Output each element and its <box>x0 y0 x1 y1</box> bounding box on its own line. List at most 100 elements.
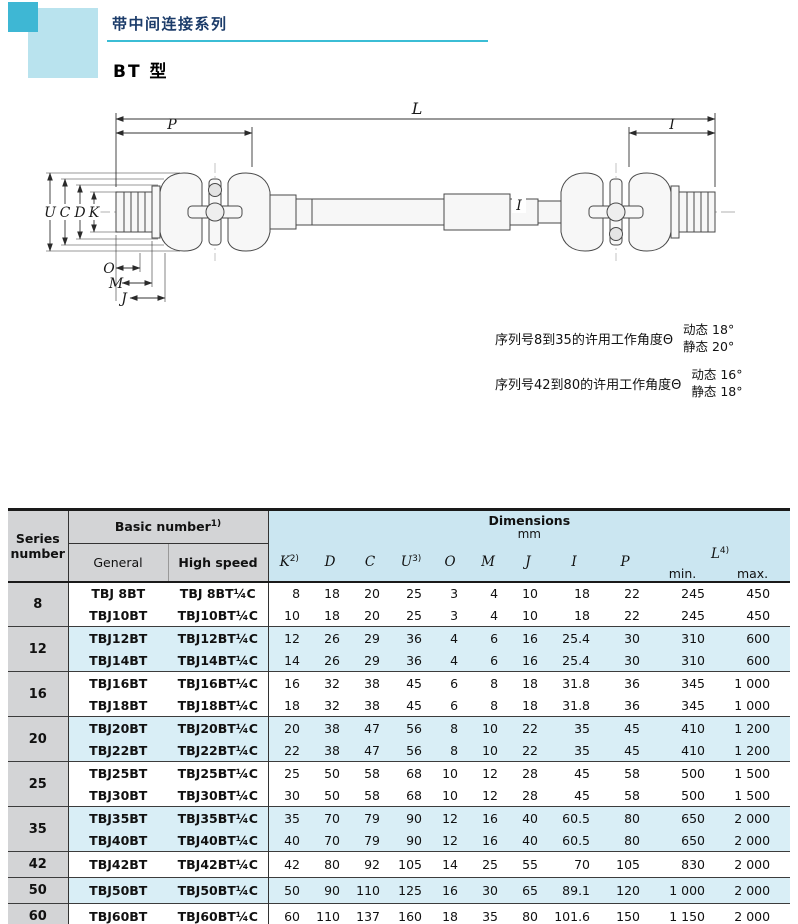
col-header-L: L4) <box>650 543 791 566</box>
dim-value: 650 <box>650 806 716 829</box>
dim-value: 125 <box>390 877 433 904</box>
dim-value: 120 <box>600 877 651 904</box>
right-yoke-inner <box>560 172 604 252</box>
angle-notes: 序列号8到35的许用工作角度Θ 动态 18° 静态 20° 序列号42到80的许… <box>495 322 787 412</box>
dim-value: 38 <box>350 671 391 694</box>
series-number-cell: 42 <box>8 851 69 878</box>
angle-note-text: 序列号8到35的许用工作角度Θ <box>495 333 674 349</box>
dim-value: 150 <box>600 903 651 924</box>
series-number-cell: 60 <box>8 903 69 924</box>
dim-value: 3 <box>432 604 469 627</box>
dim-value: 500 <box>650 784 716 807</box>
series-number-cell: 8 <box>8 581 69 627</box>
basic-number-general: TBJ18BT <box>68 694 168 717</box>
right-cross-center <box>606 202 626 222</box>
col-header-J: J <box>508 543 549 583</box>
title-underline <box>107 40 488 42</box>
dim-value: 1 000 <box>650 877 716 904</box>
dim-value: 90 <box>390 829 433 852</box>
basic-number-high-speed: TBJ22BT¼C <box>168 739 269 762</box>
dynamic-value: 16° <box>720 366 743 382</box>
dim-value: 650 <box>650 829 716 852</box>
dim-value: 40 <box>508 829 549 852</box>
dim-value: 16 <box>468 806 509 829</box>
series-title: 带中间连接系列 <box>112 15 228 33</box>
dim-value: 80 <box>310 851 351 878</box>
left-collar <box>151 185 161 239</box>
col-header-series-number: Series number <box>8 509 69 583</box>
dim-value: 30 <box>468 877 509 904</box>
dim-value: 90 <box>390 806 433 829</box>
angle-note-1: 序列号8到35的许用工作角度Θ 动态 18° 静态 20° <box>495 322 787 356</box>
dim-value: 4 <box>468 581 509 604</box>
left-spline-stub <box>115 191 153 233</box>
dim-value: 6 <box>468 626 509 649</box>
dim-value: 25.4 <box>548 649 601 672</box>
basic-number-high-speed: TBJ16BT¼C <box>168 671 269 694</box>
dim-value: 36 <box>390 626 433 649</box>
series-number-cell: 12 <box>8 626 69 672</box>
dim-value: 4 <box>468 604 509 627</box>
shaft-body <box>115 172 716 252</box>
dim-value: 26 <box>310 626 351 649</box>
angle-note-values: 动态 16° 静态 18° <box>691 367 742 401</box>
left-cross-center <box>205 202 225 222</box>
basic-number-high-speed: TBJ50BT¼C <box>168 877 269 904</box>
dim-value: 10 <box>268 604 311 627</box>
dim-value: 22 <box>508 716 549 739</box>
dim-value: 58 <box>600 784 651 807</box>
dynamic-label: 动态 <box>683 322 709 337</box>
angle-note-2: 序列号42到80的许用工作角度Θ 动态 16° 静态 18° <box>495 367 787 401</box>
basic-number-high-speed: TBJ14BT¼C <box>168 649 269 672</box>
dim-label-J: J <box>118 291 128 307</box>
series-number-cell: 50 <box>8 877 69 904</box>
dim-value: 47 <box>350 739 391 762</box>
dim-value: 18 <box>508 694 549 717</box>
spline-sleeve <box>443 193 511 231</box>
basic-number-general: TBJ60BT <box>68 903 168 924</box>
dim-value: 70 <box>310 806 351 829</box>
dim-label-D: D <box>73 205 85 221</box>
basic-number-general: TBJ12BT <box>68 626 168 649</box>
dim-value: 58 <box>600 761 651 784</box>
dim-value: 25 <box>390 581 433 604</box>
dim-value: 28 <box>508 784 549 807</box>
series-number-cell: 25 <box>8 761 69 807</box>
dim-value: 56 <box>390 716 433 739</box>
dim-value: 137 <box>350 903 391 924</box>
dim-label-I-top: I <box>668 117 675 133</box>
dim-value: 1 000 <box>715 671 791 694</box>
dim-value: 45 <box>600 716 651 739</box>
dim-label-L: L <box>411 99 423 118</box>
col-header-O: O <box>432 543 469 583</box>
dim-value: 35 <box>548 739 601 762</box>
basic-number-high-speed: TBJ42BT¼C <box>168 851 269 878</box>
dim-value: 79 <box>350 829 391 852</box>
col-header-high-speed: High speed <box>168 543 269 583</box>
dim-value: 12 <box>468 784 509 807</box>
dim-value: 830 <box>650 851 716 878</box>
dim-value: 345 <box>650 671 716 694</box>
left-shaft-neck <box>269 194 297 230</box>
dim-value: 35 <box>548 716 601 739</box>
static-label: 静态 <box>691 383 717 399</box>
dim-value: 29 <box>350 649 391 672</box>
dim-value: 65 <box>508 877 549 904</box>
right-spline-stub <box>678 191 716 233</box>
col-header-l-min: min. <box>650 565 716 583</box>
dim-value: 410 <box>650 739 716 762</box>
dim-value: 22 <box>268 739 311 762</box>
dim-value: 101.6 <box>548 903 601 924</box>
dim-value: 45 <box>548 761 601 784</box>
dim-value: 80 <box>508 903 549 924</box>
basic-number-high-speed: TBJ 8BT¼C <box>168 581 269 604</box>
dim-value: 31.8 <box>548 671 601 694</box>
technical-drawing: L P I U C D K O M J I <box>0 95 798 330</box>
dim-value: 12 <box>432 806 469 829</box>
dim-value: 45 <box>548 784 601 807</box>
